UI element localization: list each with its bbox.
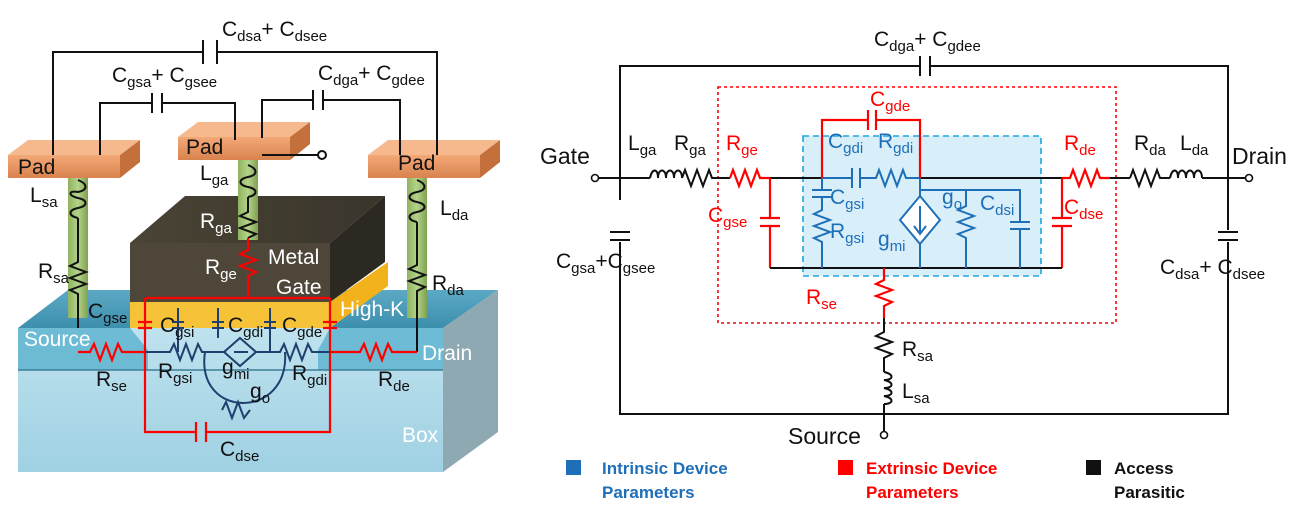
metal-gate-label-1: Metal bbox=[268, 246, 319, 269]
drain-region bbox=[318, 328, 443, 370]
right-cgsa-label: Cgsa+Cgsee bbox=[556, 250, 655, 277]
metal-gate-front bbox=[130, 243, 330, 302]
left-top-cap-label: Cdsa+ Cdsee bbox=[222, 18, 327, 45]
legend-access-label-1: Access bbox=[1114, 459, 1174, 478]
left-lsa-label: Lsa bbox=[30, 184, 58, 211]
left-rde-label: Rde bbox=[378, 368, 410, 395]
left-rgsi-label: Rgsi bbox=[158, 360, 192, 387]
right-top-cap-label: Cdga+ Cgdee bbox=[874, 28, 981, 55]
box-substrate-side bbox=[443, 290, 498, 472]
metal-gate-label-2: Gate bbox=[276, 276, 322, 299]
source-region bbox=[18, 328, 148, 370]
pad-right-label: Pad bbox=[398, 152, 435, 175]
left-rge-label: Rge bbox=[205, 256, 237, 283]
right-rgdi-label: Rgdi bbox=[878, 130, 913, 157]
right-rda-label: Rda bbox=[1134, 132, 1167, 159]
right-lsa-label: Lsa bbox=[902, 380, 930, 407]
right-cgdi-label: Cgdi bbox=[828, 130, 863, 157]
high-k-label: High-K bbox=[340, 298, 404, 321]
pad-center-shape bbox=[178, 122, 310, 137]
left-gmi-label: gmi bbox=[222, 356, 250, 383]
right-rse-label: Rse bbox=[806, 286, 837, 313]
left-rgdi-label: Rgdi bbox=[292, 362, 327, 389]
pad-left-label: Pad bbox=[18, 156, 55, 179]
left-cdse-label: Cdse bbox=[220, 438, 259, 465]
legend: Intrinsic Device Parameters Extrinsic De… bbox=[566, 459, 1185, 502]
right-rde-label: Rde bbox=[1064, 132, 1096, 159]
legend-intrinsic-label-1: Intrinsic Device bbox=[602, 459, 728, 478]
left-device-diagram: Cdsa+ Cdsee Cgsa+ Cgsee Cdga+ Cgdee Pad … bbox=[8, 18, 500, 472]
right-lda-label: Lda bbox=[1180, 132, 1209, 159]
metal-gate-side bbox=[330, 196, 385, 302]
left-lga-label: Lga bbox=[200, 162, 229, 189]
left-lda-label: Lda bbox=[440, 197, 469, 224]
drain-label: Drain bbox=[422, 342, 472, 365]
pad-center-label: Pad bbox=[186, 136, 223, 159]
left-rsa-label: Rsa bbox=[38, 260, 70, 287]
drain-terminal-label: Drain bbox=[1232, 143, 1287, 169]
right-cgde-label: Cgde bbox=[870, 88, 910, 115]
right-rgsi-label: Rgsi bbox=[830, 220, 864, 247]
source-terminal-label: Source bbox=[788, 423, 861, 449]
legend-intrinsic-swatch bbox=[566, 460, 581, 475]
left-cgse-label: Cgse bbox=[88, 300, 127, 327]
right-go-label: go bbox=[942, 186, 962, 213]
right-cdsa-label: Cdsa+ Cdsee bbox=[1160, 256, 1265, 283]
left-rda-label: Rda bbox=[432, 272, 465, 299]
legend-extrinsic-label-2: Parameters bbox=[866, 483, 959, 502]
right-gmi-label: gmi bbox=[878, 228, 906, 255]
source-label: Source bbox=[24, 328, 91, 351]
legend-extrinsic-label-1: Extrinsic Device bbox=[866, 459, 997, 478]
right-cdse-label: Cdse bbox=[1064, 196, 1103, 223]
extrinsic-box bbox=[717, 86, 1117, 324]
left-gd-cap-label: Cdga+ Cgdee bbox=[318, 62, 425, 89]
box-label: Box bbox=[402, 424, 439, 447]
right-cgsi-label: Cgsi bbox=[830, 186, 864, 213]
right-rga-label: Rga bbox=[674, 132, 707, 159]
left-cgde-label: Cgde bbox=[282, 314, 322, 341]
legend-access-label-2: Parasitic bbox=[1114, 483, 1185, 502]
right-cgse-label: Cgse bbox=[708, 204, 747, 231]
left-rga-label: Rga bbox=[200, 210, 233, 237]
legend-intrinsic-label-2: Parameters bbox=[602, 483, 695, 502]
legend-access-swatch bbox=[1086, 460, 1101, 475]
right-rsa-label: Rsa bbox=[902, 338, 934, 365]
left-rse-label: Rse bbox=[96, 368, 127, 395]
left-gs-cap-label: Cgsa+ Cgsee bbox=[112, 64, 217, 91]
left-go-label: go bbox=[250, 380, 270, 407]
gate-terminal-label: Gate bbox=[540, 143, 590, 169]
left-cgsi-label: Cgsi bbox=[160, 314, 194, 341]
right-rge-label: Rge bbox=[726, 132, 758, 159]
pad-left-shape bbox=[8, 140, 140, 155]
right-cdsi-label: Cdsi bbox=[980, 192, 1014, 219]
legend-extrinsic-swatch bbox=[838, 460, 853, 475]
left-cgdi-label: Cgdi bbox=[228, 314, 263, 341]
right-lga-label: Lga bbox=[628, 132, 657, 159]
right-circuit-diagram: Cdga+ Cgdee Gate Drain Source Lga Rga Rg… bbox=[540, 28, 1287, 449]
